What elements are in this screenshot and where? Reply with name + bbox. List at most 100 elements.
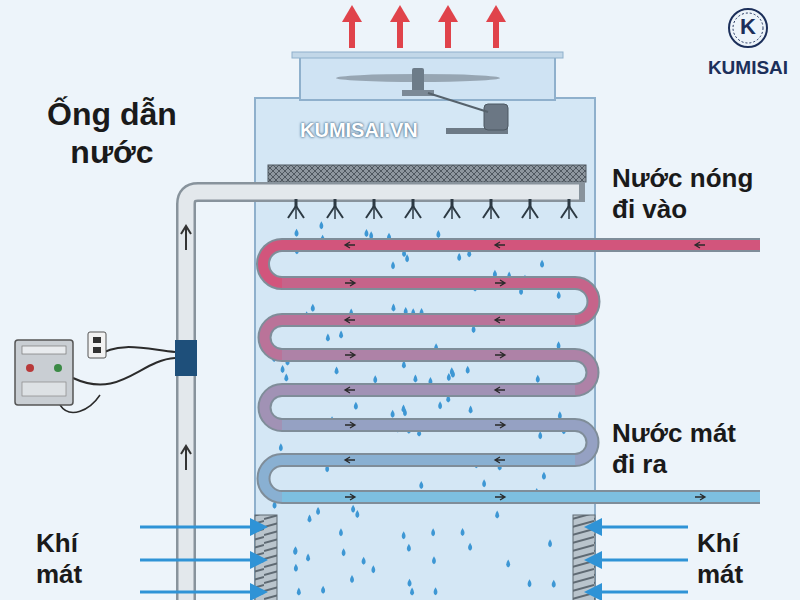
flow-arrow	[495, 280, 505, 286]
coil-run	[282, 283, 594, 320]
water-drop	[308, 514, 312, 522]
water-drop	[391, 261, 395, 269]
water-drop	[321, 586, 325, 594]
spray-nozzle	[561, 199, 577, 219]
spray-nozzle	[366, 199, 382, 219]
water-drop	[557, 291, 561, 299]
water-drop	[536, 375, 540, 383]
exhaust-arrows	[342, 5, 506, 48]
water-drop	[364, 229, 368, 237]
flow-arrow	[345, 280, 355, 286]
logo-text: K	[740, 14, 756, 40]
flow-arrow	[695, 242, 705, 248]
callout-label: Nước nóng đi vào	[612, 163, 777, 225]
watermark: KUMISAI.VN	[300, 118, 418, 142]
flow-arrow	[345, 494, 355, 500]
water-drop	[373, 375, 377, 383]
water-drop	[335, 367, 339, 375]
water-drop	[339, 528, 343, 536]
water-drop	[432, 556, 436, 564]
water-drop	[355, 510, 359, 518]
water-drop	[369, 231, 373, 239]
water-drop	[391, 410, 395, 418]
water-drop	[362, 557, 366, 565]
logo-ring	[729, 9, 767, 47]
spray-nozzle	[405, 199, 421, 219]
water-drop	[316, 507, 320, 515]
water-drop	[419, 481, 423, 489]
fan	[336, 68, 500, 96]
water-drop	[401, 404, 405, 412]
coil-run	[282, 425, 593, 460]
water-drop	[540, 260, 544, 268]
water-drop	[408, 579, 412, 587]
water-drop	[538, 431, 542, 439]
water-drop	[410, 587, 414, 595]
coil-outline	[282, 490, 760, 504]
drift-eliminator	[268, 165, 586, 182]
water-drop	[297, 588, 301, 596]
spray-nozzle	[483, 199, 499, 219]
pump-band	[175, 340, 197, 376]
water-drop	[354, 402, 358, 410]
water-drop	[407, 544, 411, 552]
water-drop	[319, 221, 323, 229]
spray-nozzles	[288, 199, 577, 219]
water-drop	[294, 546, 298, 554]
flow-arrow	[495, 422, 505, 428]
flow-arrow	[345, 317, 355, 323]
flow-arrow	[495, 352, 505, 358]
water-drop	[552, 580, 556, 588]
water-drop	[548, 539, 552, 547]
water-drop	[279, 443, 283, 451]
flow-arrow	[695, 494, 705, 500]
flow-arrow	[345, 352, 355, 358]
water-drop	[293, 547, 297, 555]
control-box	[15, 332, 175, 412]
water-drop	[542, 472, 546, 480]
flow-arrow	[495, 242, 505, 248]
water-drop	[351, 505, 355, 513]
callout-label: Ống dẫn nước	[26, 95, 198, 172]
fan-stack	[300, 56, 555, 100]
spray-nozzle	[288, 199, 304, 219]
coil-run	[265, 320, 576, 355]
water-drop	[447, 373, 451, 381]
water-drop	[469, 406, 473, 414]
coil-tube	[263, 242, 760, 500]
water-drop	[391, 304, 395, 312]
flow-arrow	[495, 494, 505, 500]
flow-arrow	[345, 422, 355, 428]
water-drop	[436, 230, 440, 238]
water-drop	[450, 367, 454, 375]
air-arrows	[140, 527, 688, 592]
flow-arrow	[345, 387, 355, 393]
water-drop	[339, 331, 343, 339]
water-drop	[431, 528, 435, 536]
callout-label: Khí mát	[36, 528, 108, 590]
water-drop	[371, 565, 375, 573]
water-drop	[434, 587, 438, 595]
water-drop	[405, 254, 409, 262]
tower-body	[255, 98, 595, 600]
callout-label: Nước mát đi ra	[612, 418, 752, 480]
coil-run	[264, 460, 576, 497]
water-drop	[528, 579, 532, 587]
water-drop	[350, 575, 354, 583]
water-drop	[311, 304, 315, 312]
logo-ring	[733, 13, 763, 43]
water-drop	[281, 365, 285, 373]
coil-run	[282, 492, 760, 502]
coil-run	[265, 390, 576, 425]
water-drop	[413, 374, 417, 382]
water-drop	[468, 543, 472, 551]
callout-label: Khí mát	[697, 528, 769, 590]
flow-arrow	[345, 457, 355, 463]
flow-arrow	[495, 457, 505, 463]
water-drop	[495, 510, 499, 518]
water-drop	[482, 479, 486, 487]
water-drop	[461, 528, 465, 536]
spray-nozzle	[444, 199, 460, 219]
spray-nozzle	[522, 199, 538, 219]
